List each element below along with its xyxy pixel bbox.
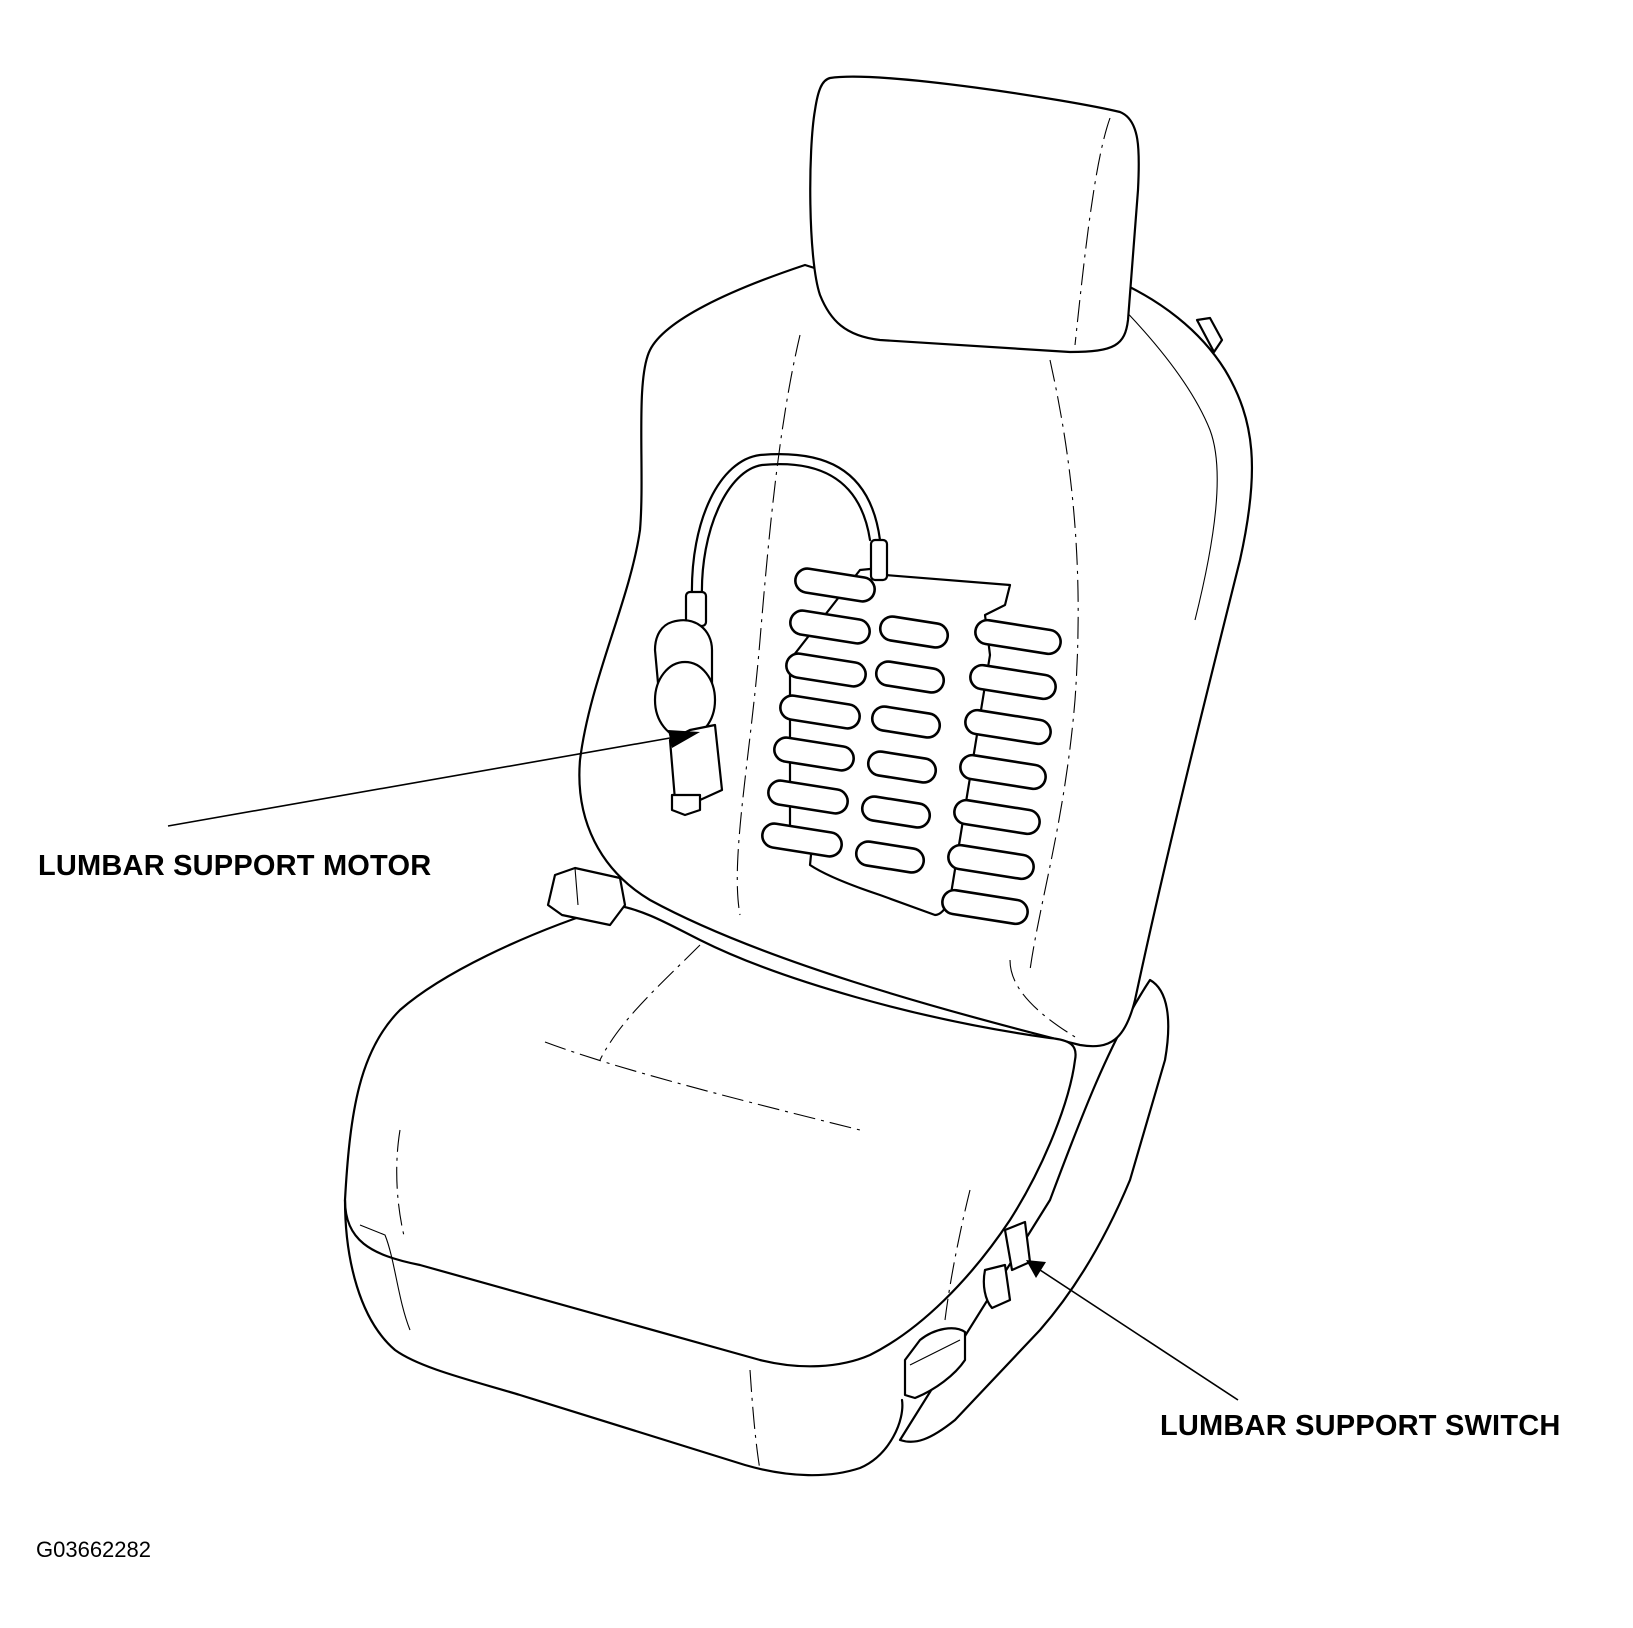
lumbar-support-motor-label: LUMBAR SUPPORT MOTOR [38,850,432,882]
lumbar-support-plate [761,566,1062,926]
lumbar-motor-icon [653,619,724,817]
lumbar-slots [761,567,1062,926]
lumbar-motor-cable [684,453,889,628]
motor-leader [167,730,700,827]
seat-switch-icon [903,1220,1032,1400]
seat-headrest [809,75,1140,354]
lumbar-support-switch-label: LUMBAR SUPPORT SWITCH [1160,1410,1561,1442]
figure-id: G03662282 [36,1537,151,1562]
seat-backrest [578,263,1254,1048]
seat-side-trim [898,978,1170,1443]
seat-recline-bracket [546,866,627,927]
seat-cushion [343,903,1077,1477]
switch-leader [1026,1260,1239,1401]
